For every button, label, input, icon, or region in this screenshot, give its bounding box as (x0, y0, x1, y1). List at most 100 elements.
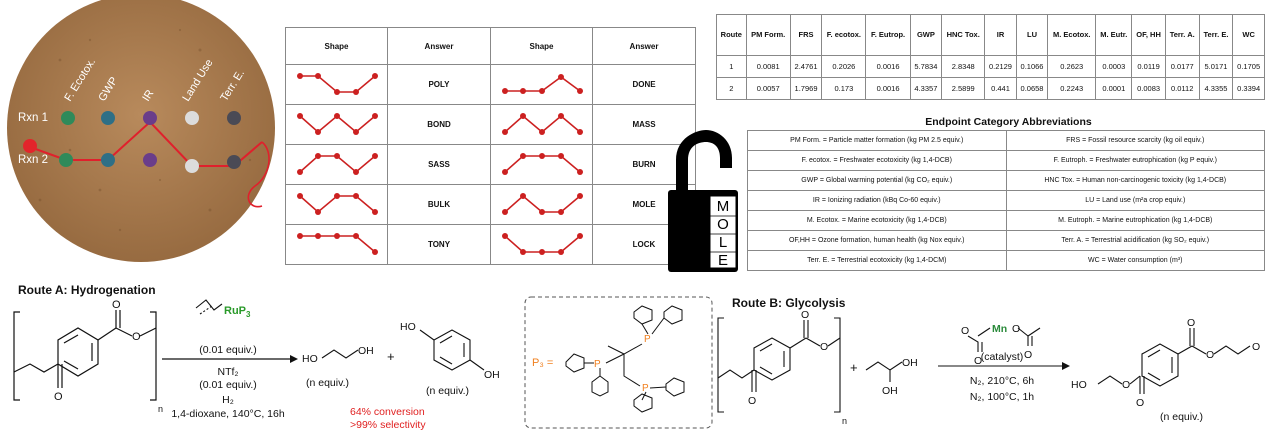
lca-cell: 0.2623 (1047, 55, 1097, 78)
shape-cell (285, 104, 388, 145)
lca-header: Route (716, 14, 747, 56)
ru-catalyst-label: RuP (224, 305, 246, 317)
route-a-plus: + (387, 349, 395, 364)
route-a-ketone-o: O (54, 391, 63, 403)
lca-header: M. Ecotox. (1047, 14, 1097, 56)
board-col-ir: IR (140, 88, 156, 104)
pins-row-1 (23, 111, 241, 153)
lca-header: GWP (909, 14, 943, 56)
zigzag-shape-icon (296, 232, 378, 255)
shape-cell (285, 184, 388, 225)
route-b-product-equiv: (n equiv.) (1160, 411, 1203, 423)
shape-cell (285, 224, 388, 265)
bhet-carbonyl-o: O (1136, 397, 1144, 409)
eg-ho: HO (302, 353, 318, 365)
bhet-oh: O (1252, 341, 1260, 353)
route-a-condition: H₂ (222, 394, 234, 406)
route-a-title: Route A: Hydrogenation (18, 283, 156, 297)
abbr-cell: GWP = Global warming potential (kg CO₂ e… (747, 170, 1007, 191)
shape-answer-table: Shape Answer Shape Answer POLY DONE BOND… (285, 27, 696, 265)
lca-header: WC (1232, 14, 1265, 56)
lca-cell: 0.1066 (1015, 55, 1049, 78)
lca-cell: 0.0083 (1131, 77, 1166, 100)
cork-board: F. Ecotox. GWP IR Land Use Terr. E. Rxn … (7, 0, 275, 262)
answer-header: Answer (387, 27, 491, 65)
lca-header: M. Eutr. (1095, 14, 1133, 56)
shape-cell (490, 144, 593, 185)
lca-cell: 5.0171 (1198, 55, 1234, 78)
mn-label: Mn (992, 323, 1007, 335)
pins-row-2 (59, 153, 241, 173)
abbreviations-table: PM Form. = Particle matter formation (kg… (747, 130, 1265, 271)
shape-cell (490, 64, 593, 105)
table-row: OF,HH = Ozone formation, human health (k… (747, 230, 1265, 251)
route-a-condition: NTf₂ (218, 366, 239, 378)
abbr-cell: IR = Ionizing radiation (kBq Co-60 equiv… (747, 190, 1007, 211)
lca-cell: 0.441 (984, 77, 1017, 100)
zigzag-shape-icon (296, 152, 378, 175)
abbr-cell: OF,HH = Ozone formation, human health (k… (747, 230, 1007, 251)
abbr-cell: Terr. A. = Terrestrial acidification (kg… (1005, 230, 1265, 251)
lca-header: FRS (789, 14, 823, 56)
lca-cell: 2.8348 (941, 55, 986, 78)
lca-header: OF, HH (1131, 14, 1166, 56)
abbr-cell: LU = Land use (m²a crop equiv.) (1005, 190, 1265, 211)
answer-cell: TONY (387, 224, 491, 265)
answer-cell: SASS (387, 144, 491, 185)
table-row: M. Ecotox. = Marine ecotoxicity (kg 1,4-… (747, 210, 1265, 231)
answer-cell: MASS (592, 104, 696, 145)
pg-oh: OH (902, 357, 918, 369)
abbr-cell: HNC Tox. = Human non-carcinogenic toxici… (1005, 170, 1265, 191)
lca-cell: 4.3355 (1198, 77, 1234, 100)
lca-header: F. Eutrop. (865, 14, 911, 56)
shape-cell (490, 104, 593, 145)
abbr-cell: M. Ecotox. = Marine ecotoxicity (kg 1,4-… (747, 210, 1007, 231)
route-a-n: n (158, 404, 163, 414)
abbr-cell: F. ecotox. = Freshwater ecotoxicity (kg … (747, 150, 1007, 171)
bhet-ho: HO (1071, 379, 1087, 391)
bhet-o: O (1206, 349, 1214, 361)
ligand-phosphorus: P (644, 334, 651, 345)
lca-cell: 0.0001 (1095, 77, 1133, 100)
route-a-conversion: 64% conversion (350, 406, 425, 418)
mn-acetate-o: O (1024, 349, 1032, 361)
abbreviations-title: Endpoint Category Abbreviations (925, 116, 1092, 128)
lca-header: PM Form. (745, 14, 791, 56)
table-row: Terr. E. = Terrestrial ecotoxicity (kg 1… (747, 250, 1265, 271)
lca-cell: 0.0016 (865, 77, 911, 100)
lca-cell: 2.4761 (789, 55, 823, 78)
zigzag-shape-icon (501, 232, 583, 255)
shape-cell (285, 144, 388, 185)
lca-results-table: Route PM Form. FRS F. ecotox. F. Eutrop.… (716, 14, 1265, 100)
bdm-oh: OH (484, 369, 500, 381)
route-b-ketone-o: O (748, 395, 756, 407)
ligand-label: P₃ = (532, 357, 553, 369)
lca-header: Terr. A. (1164, 14, 1200, 56)
abbr-cell: WC = Water consumption (m³) (1005, 250, 1265, 271)
abbr-cell: FRS = Fossil resource scarcity (kg oil e… (1005, 130, 1265, 151)
ligand-p3-box: P₃ = P P P (524, 296, 713, 429)
bdm-ho: HO (400, 321, 416, 333)
route-a-product-equiv: (n equiv.) (306, 377, 349, 389)
abbr-cell: PM Form. = Particle matter formation (kg… (747, 130, 1007, 151)
lca-cell: 0.0119 (1131, 55, 1166, 78)
route-b-n: n (842, 416, 847, 426)
shape-header: Shape (490, 27, 593, 65)
route-b-condition: (catalyst) (981, 351, 1024, 363)
answer-cell: BOND (387, 104, 491, 145)
lca-cell: 5.7834 (909, 55, 943, 78)
route-b-condition: N₂, 100°C, 1h (970, 391, 1034, 403)
route-b-title: Route B: Glycolysis (732, 296, 846, 310)
lca-cell: 0.1705 (1232, 55, 1265, 78)
lca-cell: 0.0081 (745, 55, 791, 78)
lca-cell: 0.0112 (1164, 77, 1200, 100)
abbr-cell: F. Eutroph. = Freshwater eutrophication … (1005, 150, 1265, 171)
shape-header: Shape (285, 27, 388, 65)
lca-cell: 1.7969 (789, 77, 823, 100)
answer-cell: POLY (387, 64, 491, 105)
zigzag-shape-icon (501, 112, 583, 135)
lca-header: Terr. E. (1198, 14, 1234, 56)
answer-header: Answer (592, 27, 696, 65)
board-row-rxn1: Rxn 1 (18, 112, 48, 124)
route-a-condition: (0.01 equiv.) (199, 379, 257, 391)
